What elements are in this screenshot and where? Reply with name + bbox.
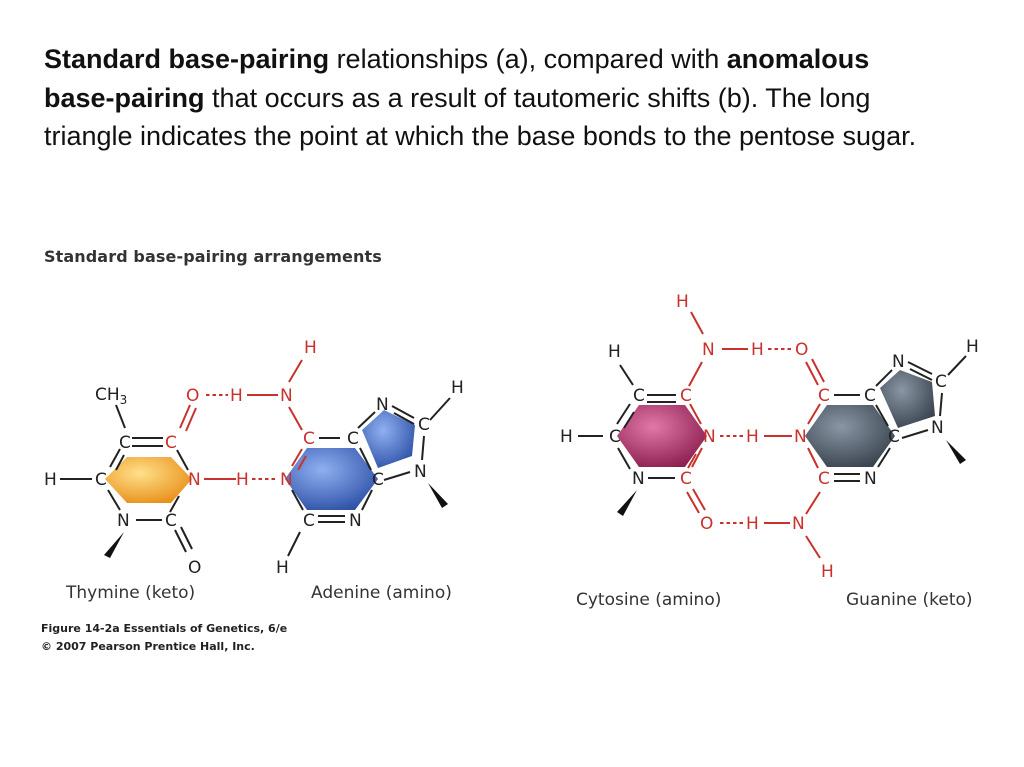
atom: H xyxy=(560,427,573,447)
atom: O xyxy=(795,340,808,360)
atom: N xyxy=(794,427,807,447)
atom: C xyxy=(935,372,947,392)
thymine-molecule: CH3 C C C N N C H O O xyxy=(44,385,201,578)
label-thymine: Thymine (keto) xyxy=(65,583,195,603)
atom: C xyxy=(165,511,177,531)
label-adenine: Adenine (amino) xyxy=(311,583,452,603)
atom: N xyxy=(931,418,944,438)
atom: C xyxy=(372,470,384,490)
figure-reference: Figure 14-2a Essentials of Genetics, 6/e… xyxy=(41,620,287,656)
thymine-sugar-triangle xyxy=(104,532,124,558)
atom: H xyxy=(44,470,57,490)
thymine-ring xyxy=(105,457,192,503)
atom: N xyxy=(703,427,716,447)
atom: N xyxy=(792,514,805,534)
atom: C xyxy=(818,386,830,406)
atom: C xyxy=(680,386,692,406)
atom: H xyxy=(451,378,464,398)
adenine-imidazole xyxy=(362,410,415,468)
atom: O xyxy=(188,558,201,578)
atom: C xyxy=(119,433,131,453)
atom: C xyxy=(864,386,876,406)
atom: C xyxy=(818,469,830,489)
atom: C xyxy=(609,427,621,447)
atom: H xyxy=(304,338,317,358)
atom: N xyxy=(349,511,362,531)
atom: C xyxy=(347,429,359,449)
atom: C xyxy=(633,386,645,406)
cytosine-molecule: H C C H C N N C N H O xyxy=(560,292,716,534)
atom: H xyxy=(966,337,979,357)
atom: N xyxy=(632,469,645,489)
caption-text-2: that occurs as a result of tautomeric sh… xyxy=(44,82,917,152)
guanine-imidazole xyxy=(880,370,935,428)
atom: H xyxy=(751,340,764,360)
atom: H xyxy=(608,342,621,362)
adenine-sugar-triangle xyxy=(428,483,448,508)
caption-text-1: relationships (a), compared with xyxy=(329,44,727,74)
atom: H xyxy=(276,558,289,578)
figure-subtitle: Standard base-pairing arrangements xyxy=(44,247,382,266)
atom: N xyxy=(117,511,130,531)
svg-text:CH3: CH3 xyxy=(95,385,127,407)
atom: C xyxy=(418,415,430,435)
atom: H xyxy=(746,427,759,447)
label-cytosine: Cytosine (amino) xyxy=(576,590,721,610)
label-guanine: Guanine (keto) xyxy=(846,590,973,610)
atom: N xyxy=(892,352,905,372)
atom: N xyxy=(702,340,715,360)
atom: C xyxy=(680,469,692,489)
atom: C xyxy=(165,433,177,453)
atom: C xyxy=(303,511,315,531)
adenine-ring xyxy=(285,448,378,510)
cytosine-ring xyxy=(617,405,707,467)
atom: N xyxy=(376,395,389,415)
atom: O xyxy=(700,514,713,534)
atom: H xyxy=(676,292,689,312)
atom: N xyxy=(414,462,427,482)
atom: N xyxy=(188,470,201,490)
guanine-ring xyxy=(805,405,895,467)
caption-bold-anomalous: anomalous base-pairing xyxy=(44,44,870,113)
atom: N xyxy=(864,469,877,489)
guanine-sugar-triangle xyxy=(946,440,966,464)
caption-bold-standard: Standard base-pairing xyxy=(44,44,330,74)
atom: C xyxy=(888,427,900,447)
atom: H xyxy=(746,514,759,534)
adenine-molecule: N H C C N C C N N C N H H xyxy=(276,338,464,578)
atom: O xyxy=(186,386,199,406)
atom: C xyxy=(303,429,315,449)
atom: N xyxy=(280,386,293,406)
atom: H xyxy=(236,470,249,490)
atom: H xyxy=(230,386,243,406)
atom: C xyxy=(95,470,107,490)
caption: Standard base-pairing relationships (a),… xyxy=(44,40,944,156)
guanine-molecule: O C C N C C N N C N H N H xyxy=(792,337,979,582)
figure-ref-line1: Figure 14-2a Essentials of Genetics, 6/e xyxy=(41,622,288,635)
atom: N xyxy=(280,470,293,490)
figure-ref-line2: © 2007 Pearson Prentice Hall, Inc. xyxy=(41,640,255,653)
atom: H xyxy=(821,562,834,582)
cytosine-sugar-triangle xyxy=(617,490,637,516)
